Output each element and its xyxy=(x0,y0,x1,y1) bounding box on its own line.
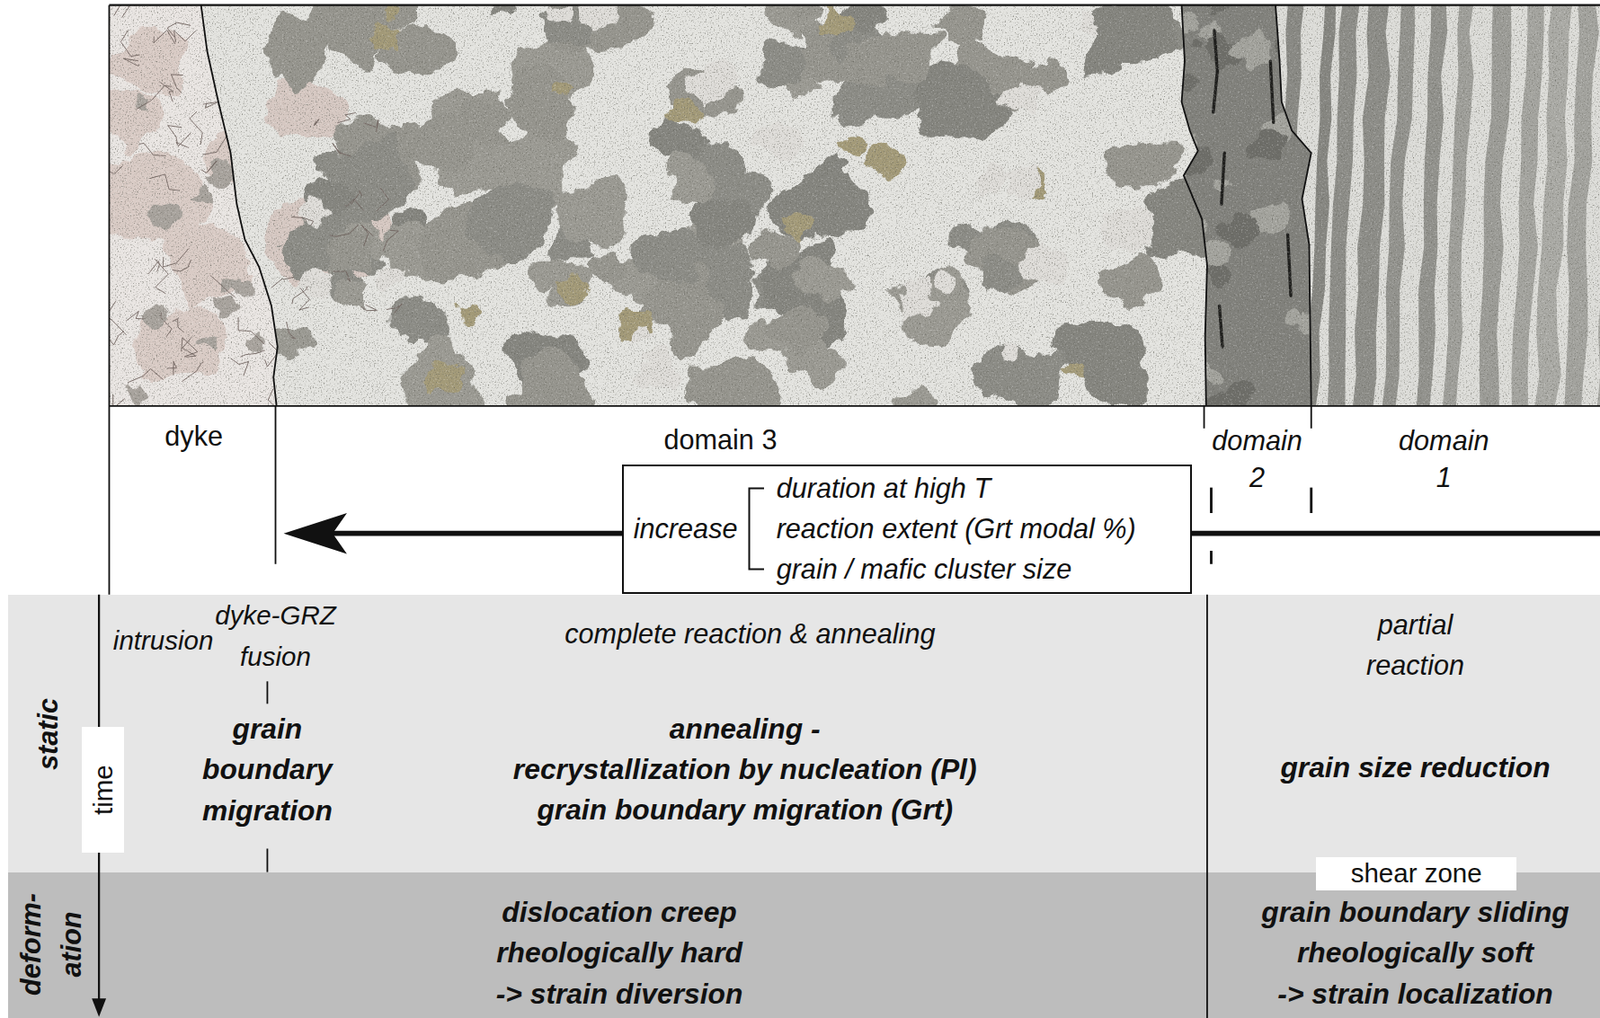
divider-dash xyxy=(1309,488,1313,514)
region-label: dyke xyxy=(164,418,223,455)
divider-dash xyxy=(1209,488,1213,514)
bracket-symbol xyxy=(747,487,765,571)
mechanism-label: grain boundary sliding xyxy=(1261,894,1570,932)
divider-line xyxy=(1203,406,1206,429)
domain-boundary xyxy=(1275,5,1312,407)
mechanism-label: annealing - xyxy=(669,711,821,748)
time-arrowhead xyxy=(91,998,107,1017)
box-line: grain / mafic cluster size xyxy=(776,549,1137,590)
process-note: intrusion xyxy=(113,623,214,658)
mechanism-label: grain boundary migration xyxy=(183,709,352,832)
band-divider xyxy=(1206,595,1209,1018)
speckle-dark xyxy=(108,5,1600,407)
band-heading: static xyxy=(31,698,68,771)
bracket-line xyxy=(748,488,765,570)
trend-arrow-shaft xyxy=(331,531,1600,537)
box-label: shear zone xyxy=(1351,859,1483,889)
divider-dash xyxy=(266,848,269,872)
mechanism-label: grain boundary migration (Grt) xyxy=(536,792,953,830)
divider-line xyxy=(1310,406,1313,429)
photo-frame xyxy=(108,405,1600,408)
mechanism-label: grain size reduction xyxy=(1280,749,1550,787)
figure-layer xyxy=(80,0,1600,1018)
consequence-label: -> strain diversion xyxy=(496,976,744,1014)
process-note: complete reaction & annealing xyxy=(564,616,935,653)
micrograph xyxy=(80,0,1600,456)
box-line: duration at high T xyxy=(776,468,1137,509)
shear-zone-box: shear zone xyxy=(1315,857,1517,891)
time-label: time xyxy=(81,727,125,854)
consequence-label: -> strain localization xyxy=(1277,976,1553,1014)
divider-line xyxy=(275,406,277,565)
trend-arrowhead xyxy=(284,513,347,554)
rheology-label: rheologically hard xyxy=(496,935,743,973)
box-label: time xyxy=(85,764,120,816)
divider-dash xyxy=(266,681,269,704)
increase-box: increase duration at high Treaction exten… xyxy=(622,464,1192,595)
speckle-light xyxy=(108,5,1600,407)
mechanism-label: recrystallization by nucleation (Pl) xyxy=(513,751,978,789)
box-column: duration at high Treaction extent (Grt m… xyxy=(776,468,1137,591)
divider-dash xyxy=(1209,551,1213,565)
region-label: domain 2 xyxy=(1206,422,1309,497)
domain-boundary xyxy=(201,5,278,407)
region-label: domain 1 xyxy=(1393,422,1496,497)
box-line: reaction extent (Grt modal %) xyxy=(776,508,1137,550)
time-arrow-shaft xyxy=(97,595,100,1003)
domain-boundary xyxy=(1182,5,1208,407)
process-note: dyke-GRZ fusion xyxy=(191,595,360,677)
mechanism-label: dislocation creep xyxy=(501,894,737,932)
process-note: partial reaction xyxy=(1349,604,1483,685)
band-heading: deform- ation xyxy=(9,880,92,1009)
region-label: domain 3 xyxy=(663,422,777,459)
photo-frame xyxy=(108,5,111,596)
photo-frame xyxy=(108,4,1600,7)
box-heading: increase xyxy=(633,511,738,548)
rheology-label: rheologically soft xyxy=(1297,935,1534,973)
